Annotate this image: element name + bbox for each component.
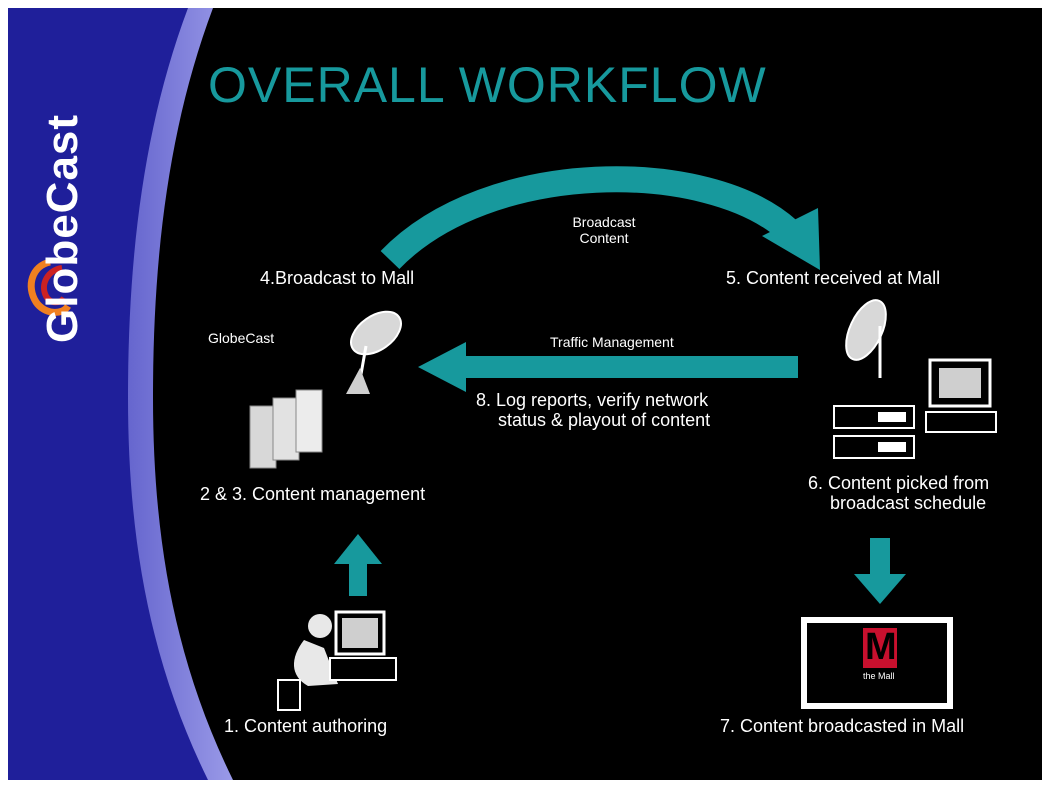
sidebar-band [8, 8, 233, 780]
label-content-picked-2: broadcast schedule [830, 493, 987, 513]
label-content-authoring: 1. Content authoring [224, 716, 388, 736]
satellite-dish-icon-left [346, 310, 402, 394]
label-log-reports-1: 8. Log reports, verify network [476, 390, 709, 410]
label-log-reports-2: status & playout of content [498, 410, 711, 430]
label-content-received: 5. Content received at Mall [726, 268, 941, 288]
satellite-dish-icon-right [845, 299, 887, 378]
servers-icon [249, 389, 323, 469]
mall-monitor-icon [801, 617, 953, 709]
label-content-management: 2 & 3. Content management [200, 484, 426, 504]
label-globecast-small: GlobeCast [208, 330, 275, 346]
label-broadcast-content-2: Content [579, 230, 629, 246]
traffic-management-arrow [418, 342, 798, 392]
content-author-icon [277, 610, 397, 711]
label-content-picked-1: 6. Content picked from [808, 473, 990, 493]
down-arrow [854, 538, 906, 604]
page-title: OVERALL WORKFLOW [208, 57, 767, 113]
label-content-broadcasted: 7. Content broadcasted in Mall [720, 716, 965, 736]
receiver-units-icon [833, 405, 915, 459]
mall-logo-text: the Mall [863, 671, 895, 681]
workflow-diagram [249, 166, 997, 711]
up-arrow [334, 534, 382, 596]
slide: GlobeCast OVERALL WORKFLOW [8, 8, 1042, 780]
broadcast-arrow [380, 166, 820, 270]
mall-logo-letter: M [865, 626, 897, 668]
label-broadcast-to-mall: 4.Broadcast to Mall [260, 268, 415, 288]
label-broadcast-content-1: Broadcast [572, 214, 636, 230]
globecast-logo-icon [27, 258, 71, 316]
computer-icon [925, 358, 997, 433]
label-traffic-management: Traffic Management [550, 334, 674, 350]
